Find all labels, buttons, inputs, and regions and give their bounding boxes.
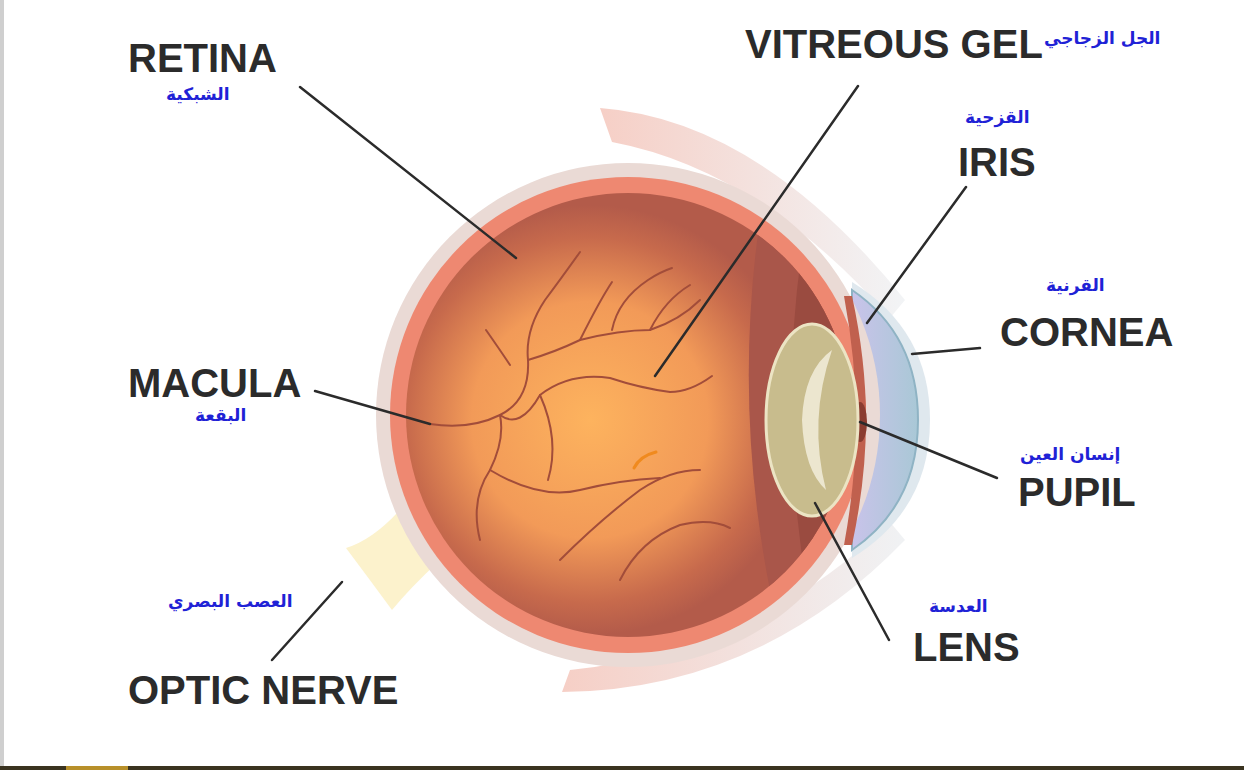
blood-vessel bbox=[560, 470, 700, 560]
blood-vessel bbox=[620, 522, 730, 580]
lens-shape bbox=[766, 324, 858, 516]
sclera bbox=[376, 163, 880, 667]
blood-vessels bbox=[430, 252, 730, 580]
footer-bar-accent bbox=[66, 766, 128, 770]
leader-line bbox=[867, 187, 966, 323]
part-label: PUPIL bbox=[1018, 472, 1136, 512]
page-edge bbox=[0, 0, 4, 766]
blood-vessel bbox=[540, 395, 553, 480]
part-label-arabic: البقعة bbox=[195, 404, 246, 426]
part-label-arabic: القرنية bbox=[1046, 274, 1105, 296]
blood-vessel bbox=[477, 415, 502, 540]
part-label-arabic: العدسة bbox=[929, 595, 988, 617]
part-label-arabic: القزحية bbox=[965, 106, 1030, 128]
part-label: IRIS bbox=[958, 142, 1036, 182]
part-label-arabic: الشبكية bbox=[166, 83, 230, 105]
fovea-mark bbox=[634, 452, 656, 468]
leader-line bbox=[860, 422, 997, 478]
part-label-arabic: العصب البصري bbox=[168, 590, 293, 612]
lens-highlight bbox=[802, 350, 832, 490]
part-label: OPTIC NERVE bbox=[128, 670, 398, 710]
choroid bbox=[390, 177, 866, 653]
cornea-shape bbox=[852, 282, 930, 558]
blood-vessel bbox=[580, 300, 700, 340]
blood-vessel bbox=[430, 252, 580, 426]
leader-lines bbox=[272, 86, 997, 660]
anterior-chamber-shape bbox=[749, 170, 900, 660]
part-label: MACULA bbox=[128, 363, 301, 403]
blood-vessel bbox=[486, 330, 510, 365]
part-label: VITREOUS GEL bbox=[745, 24, 1043, 64]
part-label: LENS bbox=[913, 627, 1020, 667]
leader-line bbox=[655, 86, 858, 376]
footer-bar bbox=[0, 766, 1244, 770]
part-label-arabic: الجل الزجاجي bbox=[1044, 27, 1160, 49]
blood-vessel bbox=[490, 470, 660, 493]
part-label-arabic: إنسان العين bbox=[1020, 443, 1120, 465]
blood-vessel bbox=[528, 282, 612, 360]
blood-vessel bbox=[500, 376, 712, 420]
part-label: RETINA bbox=[128, 38, 277, 78]
leader-line bbox=[815, 503, 889, 640]
anterior-chamber bbox=[749, 170, 900, 660]
leader-line bbox=[300, 87, 516, 258]
leader-line bbox=[315, 391, 430, 424]
leader-line bbox=[912, 348, 980, 354]
part-label: CORNEA bbox=[1000, 312, 1173, 352]
blood-vessel bbox=[612, 268, 672, 330]
blood-vessel bbox=[650, 285, 690, 330]
